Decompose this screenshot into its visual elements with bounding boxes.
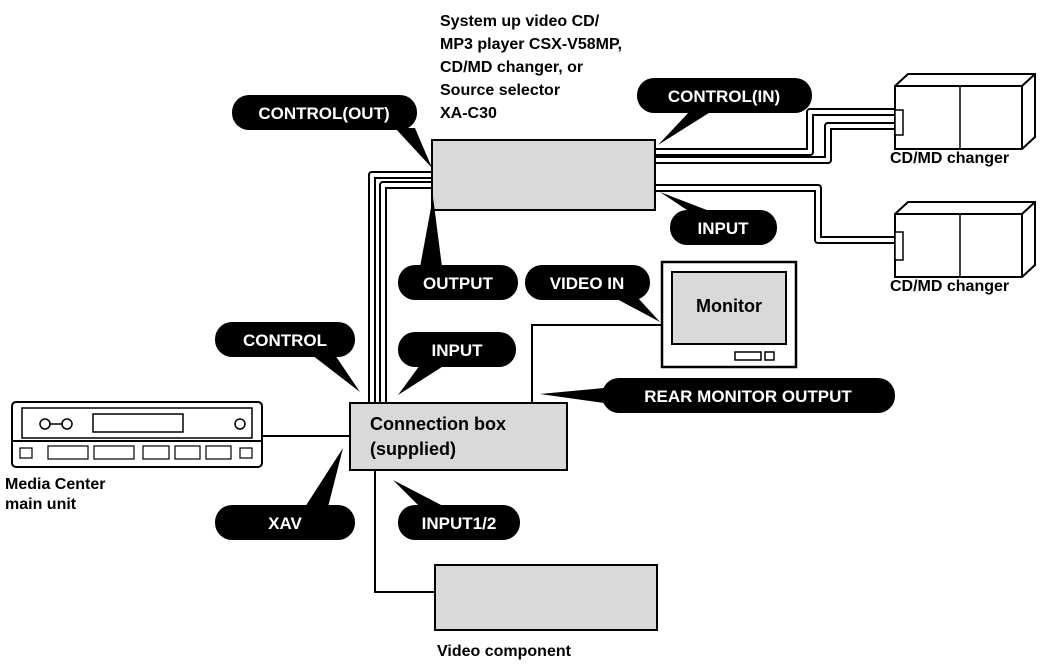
callout-video-in-text: VIDEO IN [550,274,625,293]
callout-input12-text: INPUT1/2 [422,514,497,533]
cable-group [368,108,895,418]
connection-box-line1: Connection box [370,414,506,434]
callout-control-text: CONTROL [243,331,327,350]
callout-control-out: CONTROL(OUT) [232,95,432,168]
media-center-label-2: main unit [5,496,77,513]
system-up-line3: CD/MD changer, or [440,59,583,76]
system-up-box [431,139,656,211]
system-up-line4: Source selector [440,82,560,99]
callout-output: OUTPUT [398,197,518,300]
monitor-label: Monitor [696,296,762,316]
cd-changer-1-device [894,73,1036,150]
callout-control-in: CONTROL(IN) [637,78,812,145]
callout-xav: XAV [215,448,355,540]
cd-changer-1-label: CD/MD changer [890,150,1009,167]
video-component-box [434,564,658,631]
callout-input12: INPUT1/2 [393,480,520,540]
cd-changer-2-label: CD/MD changer [890,278,1009,295]
callout-control-out-text: CONTROL(OUT) [258,104,389,123]
callout-input-top: INPUT [660,192,777,245]
callout-input-top-text: INPUT [698,219,750,238]
line-box-to-video [374,466,435,593]
callout-control: CONTROL [215,322,360,392]
callout-input-mid-text: INPUT [432,341,484,360]
system-up-line2: MP3 player CSX-V58MP, [440,36,622,53]
system-up-line5: XA-C30 [440,105,497,122]
connection-box-line2: (supplied) [370,439,456,459]
video-component-label: Video component [437,643,572,660]
callout-xav-text: XAV [268,514,302,533]
connection-box [349,402,568,471]
callout-rear-monitor-output-text: REAR MONITOR OUTPUT [644,387,852,406]
media-center-label-1: Media Center [5,476,105,493]
callout-video-in: VIDEO IN [525,265,660,322]
system-up-line1: System up video CD/ [440,13,600,30]
callout-input-mid: INPUT [398,332,516,395]
monitor-device [660,260,798,369]
media-center-device [11,401,263,468]
callout-control-in-text: CONTROL(IN) [668,87,780,106]
callout-rear-monitor-output: REAR MONITOR OUTPUT [540,378,895,413]
line-box-to-monitor [531,324,662,403]
callout-output-text: OUTPUT [423,274,494,293]
cd-changer-2-device [894,201,1036,278]
